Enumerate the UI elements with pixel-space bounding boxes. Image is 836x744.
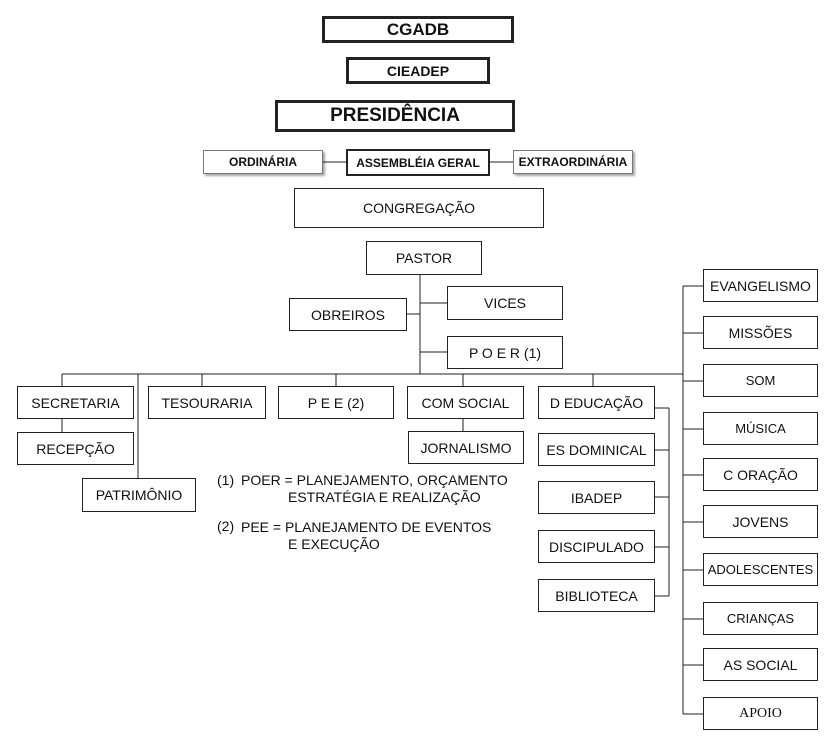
cieadep-box: CIEADEP: [346, 57, 490, 84]
congregacao-box: CONGREGAÇÃO: [294, 188, 544, 228]
ministry-criancas: CRIANÇAS: [703, 602, 818, 635]
ministry-adolescentes: ADOLESCENTES: [703, 553, 818, 586]
footnote-1-line-1: POER = PLANEJAMENTO, ORÇAMENTO: [241, 472, 508, 488]
ministry-apoio: APOIO: [703, 697, 818, 730]
discipulado-box: DISCIPULADO: [538, 530, 655, 563]
secretaria-box: SECRETARIA: [17, 386, 134, 419]
tesouraria-label: TESOURARIA: [161, 394, 253, 411]
ibadep-label: IBADEP: [570, 489, 623, 506]
footnote-2-line-1: PEE = PLANEJAMENTO DE EVENTOS: [241, 519, 492, 535]
vices-box: VICES: [447, 286, 563, 320]
cgadb-label: CGADB: [386, 19, 450, 39]
presidencia-label: PRESIDÊNCIA: [330, 105, 460, 126]
tesouraria-box: TESOURARIA: [148, 386, 266, 419]
ministry-evangelismo: EVANGELISMO: [703, 269, 818, 302]
congregacao-label: CONGREGAÇÃO: [362, 200, 475, 216]
obreiros-label: OBREIROS: [311, 306, 385, 323]
jornalismo-box: JORNALISMO: [408, 431, 524, 464]
d-educacao-label: D EDUCAÇÃO: [549, 394, 644, 411]
recepcao-box: RECEPÇÃO: [17, 432, 134, 465]
discipulado-label: DISCIPULADO: [549, 538, 644, 555]
biblioteca-label: BIBLIOTECA: [555, 587, 638, 604]
ministry-som: SOM: [703, 364, 818, 397]
extraordinaria-label: EXTRAORDINÁRIA: [518, 155, 628, 169]
recepcao-label: RECEPÇÃO: [36, 440, 115, 457]
ministry-label: MÚSICA: [735, 421, 786, 436]
extraordinaria-box: EXTRAORDINÁRIA: [513, 150, 633, 174]
biblioteca-box: BIBLIOTECA: [538, 579, 655, 612]
ministry-c-oracao: C ORAÇÃO: [703, 458, 818, 491]
pastor-box: PASTOR: [366, 241, 482, 275]
ministry-label: EVANGELISMO: [710, 277, 811, 294]
assembleia-geral-label: ASSEMBLÉIA GERAL: [356, 155, 480, 170]
ministry-label: SOM: [745, 373, 776, 388]
ministry-label: MISSÕES: [728, 324, 793, 341]
pee-label: P E E (2): [307, 394, 365, 411]
es-dominical-label: ES DOMINICAL: [546, 441, 647, 458]
ministry-missoes: MISSÕES: [703, 316, 818, 349]
ministry-musica: MÚSICA: [703, 412, 818, 445]
ibadep-box: IBADEP: [538, 481, 655, 514]
ministry-label: AS SOCIAL: [723, 656, 798, 673]
ordinaria-label: ORDINÁRIA: [229, 155, 297, 169]
patrimonio-box: PATRIMÔNIO: [82, 478, 196, 512]
assembleia-geral-box: ASSEMBLÉIA GERAL: [346, 149, 490, 176]
ministry-label: ADOLESCENTES: [707, 562, 814, 577]
pastor-label: PASTOR: [395, 250, 453, 266]
com-social-box: COM SOCIAL: [407, 386, 524, 419]
ordinaria-box: ORDINÁRIA: [203, 150, 323, 174]
obreiros-box: OBREIROS: [289, 298, 407, 331]
cgadb-box: CGADB: [322, 16, 514, 43]
vices-label: VICES: [483, 295, 526, 311]
d-educacao-box: D EDUCAÇÃO: [538, 386, 655, 419]
jornalismo-label: JORNALISMO: [420, 439, 512, 456]
secretaria-label: SECRETARIA: [31, 394, 120, 411]
ministry-label: APOIO: [739, 705, 782, 721]
ministry-label: JOVENS: [732, 513, 789, 530]
cieadep-label: CIEADEP: [386, 62, 450, 79]
ministry-jovens: JOVENS: [703, 505, 818, 538]
pee-box: P E E (2): [278, 386, 394, 419]
patrimonio-label: PATRIMÔNIO: [95, 487, 183, 503]
footnote-1-number: (1): [217, 472, 235, 488]
poer-label: P O E R (1): [468, 344, 542, 361]
ministry-label: CRIANÇAS: [726, 611, 795, 626]
presidencia-box: PRESIDÊNCIA: [275, 100, 515, 132]
com-social-label: COM SOCIAL: [421, 394, 510, 411]
ministry-as-social: AS SOCIAL: [703, 648, 818, 681]
footnote-2-number: (2): [217, 518, 235, 534]
footnote-2-line-2: E EXECUÇÃO: [288, 536, 380, 552]
es-dominical-box: ES DOMINICAL: [538, 433, 655, 466]
footnote-1-line-2: ESTRATÉGIA E REALIZAÇÃO: [288, 489, 481, 505]
ministry-label: C ORAÇÃO: [723, 466, 798, 483]
poer-box: P O E R (1): [447, 336, 563, 369]
